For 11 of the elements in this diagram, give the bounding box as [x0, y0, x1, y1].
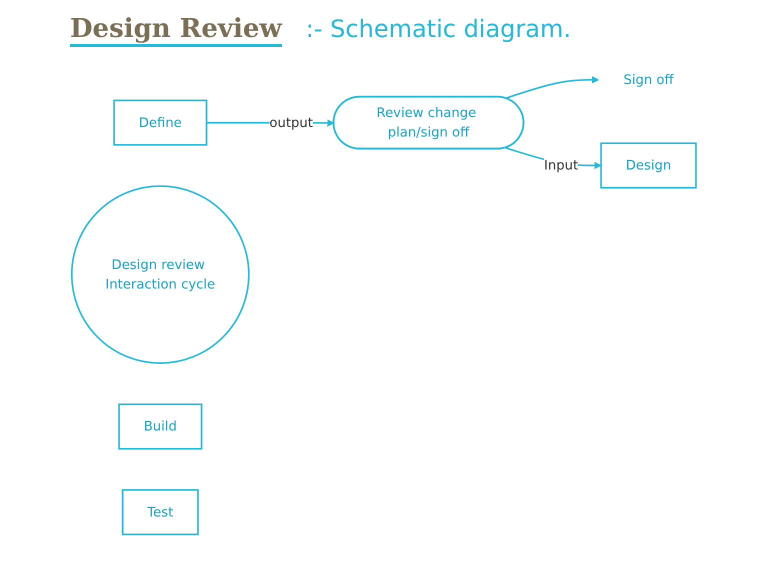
- node-box: Test: [122, 489, 199, 536]
- node-box: Build: [118, 403, 202, 450]
- node-box: Define: [113, 100, 208, 146]
- edge-label: output: [269, 114, 313, 130]
- node-box: Design: [600, 142, 697, 189]
- node-text: Sign off: [623, 72, 674, 88]
- arrow: [505, 76, 600, 100]
- title: Design Review: [70, 14, 282, 47]
- edge-label: Input: [544, 157, 578, 173]
- node-circle: Design review Interaction cycle: [70, 185, 250, 364]
- subtitle-note: :- Schematic diagram.: [306, 15, 571, 43]
